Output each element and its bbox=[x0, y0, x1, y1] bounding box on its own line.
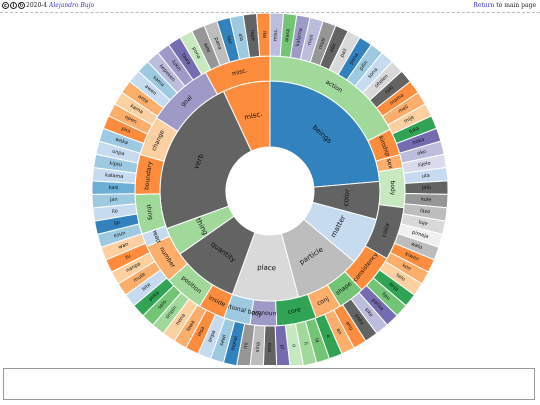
text-input-box[interactable] bbox=[3, 368, 535, 400]
outer-segment-ike[interactable] bbox=[256, 13, 271, 57]
copyright-credit: 2020-4 Alejandro Bujo bbox=[26, 2, 94, 9]
top-bar: c i ↻ 2020-4 Alejandro Bujo Return to ma… bbox=[0, 0, 540, 13]
by-icon: i bbox=[10, 2, 17, 9]
license-icons[interactable]: c i ↻ bbox=[2, 2, 25, 10]
return-nav: Return to main page bbox=[473, 2, 536, 9]
cc-icon: c bbox=[2, 2, 9, 9]
middle-segment-body[interactable] bbox=[377, 166, 406, 209]
author-link[interactable]: Alejandro Bujo bbox=[49, 2, 95, 9]
sa-icon: ↻ bbox=[18, 2, 25, 9]
copyright-year: 2020-4 bbox=[26, 2, 48, 9]
sunburst-chart[interactable]: beingscolormatterparticleplacequantityth… bbox=[0, 13, 540, 365]
return-link[interactable]: Return bbox=[473, 2, 495, 9]
return-suffix: to main page bbox=[496, 2, 536, 9]
outer-segment-jelo[interactable] bbox=[404, 180, 449, 195]
middle-segment-pronoun[interactable] bbox=[249, 299, 278, 327]
sunburst-center[interactable] bbox=[227, 148, 313, 234]
outer-segment-ona[interactable] bbox=[262, 325, 278, 365]
